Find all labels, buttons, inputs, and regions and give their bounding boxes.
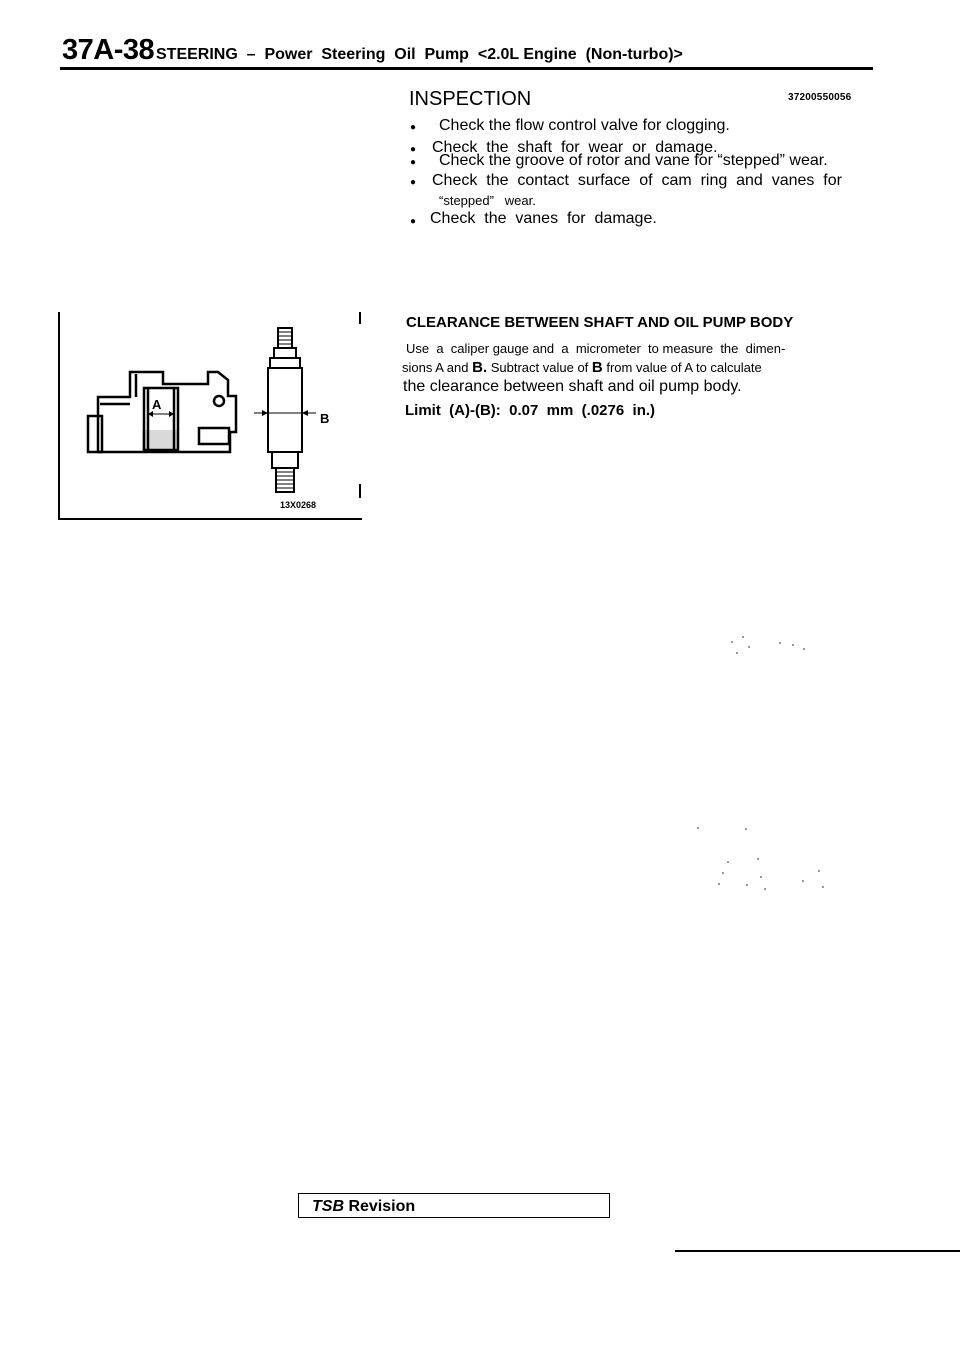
header-rule [60,67,873,70]
clearance-limit: Limit (A)-(B): 0.07 mm (.0276 in.) [405,402,656,419]
inspection-bullet-4: Check the contact surface of cam ring an… [432,172,842,189]
inspection-bullet-3: Check the groove of rotor and vane for “… [439,152,828,169]
inspection-bullet-4-continued: “stepped” wear. [439,193,536,208]
dimension-b-label: B [320,411,329,426]
dimension-a-label: A [152,397,162,412]
clearance-text-line-1: Use a caliper gauge and a micrometer to … [406,341,786,356]
bullet-dot-icon: ● [410,177,417,188]
clearance-text-line-2: sions A and B. Subtract value of B from … [402,359,762,376]
page-header-title: STEERING – Power Steering Oil Pump <2.0L… [156,46,683,63]
inspection-heading: INSPECTION [409,88,532,110]
inspection-bullet-1: Check the flow control valve for cloggin… [439,117,730,134]
shaft-drawing [267,327,303,493]
bullet-dot-icon: ● [410,216,417,227]
tsb-revision-rule [298,1217,610,1218]
bullet-dot-icon: ● [410,157,417,168]
bullet-dot-icon: ● [410,122,417,133]
figure-code: 13X0268 [280,500,316,510]
bullet-dot-icon: ● [410,144,417,155]
clearance-text-line-3: the clearance between shaft and oil pump… [403,378,742,395]
pump-body-drawing [86,370,238,454]
inspection-bullet-5: Check the vanes for damage. [430,210,657,227]
page-section-number: 37A-38 [62,34,155,66]
inspection-bullet-2: Check the shaft for wear or damage. [432,139,718,156]
clearance-heading: CLEARANCE BETWEEN SHAFT AND OIL PUMP BOD… [406,314,794,331]
tsb-revision-box [298,1193,610,1218]
pump-shaft-figure: A B 13X0268 [58,312,362,520]
tsb-revision-label: TSB Revision [312,1198,416,1215]
inspection-code: 37200550056 [788,92,852,103]
footer-rule [675,1250,960,1252]
